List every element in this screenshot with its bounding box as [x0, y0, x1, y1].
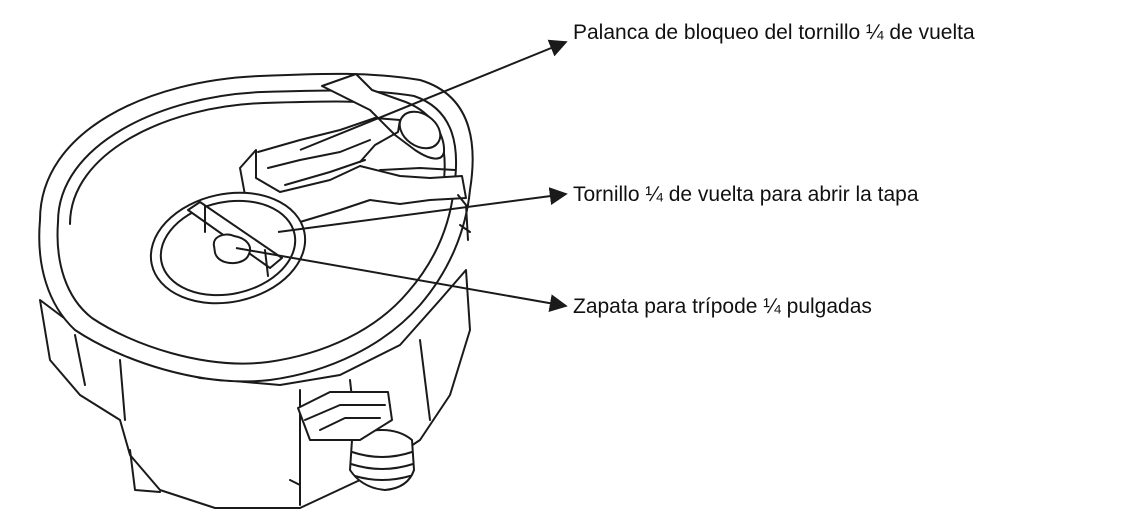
quarter-turn-dial-slot-edge	[204, 205, 269, 277]
device-base-notch	[129, 449, 301, 493]
lock-lever-top	[257, 117, 401, 163]
lever-cavity-pin	[398, 110, 442, 150]
device-illustration	[38, 72, 474, 509]
callout-arrow-screw	[277, 187, 568, 233]
callout-label-quarter-turn-screw: Tornillo ¼ de vuelta para abrir la tapa	[573, 183, 919, 206]
lock-lever-ridge	[267, 139, 456, 186]
side-latch-detail	[304, 404, 386, 431]
device-base-edge-line	[74, 334, 431, 506]
lid-side-detail	[457, 194, 471, 241]
callout-label-tripod-mount: Zapata para trípode ¼ pulgadas	[573, 295, 872, 318]
tripod-mount-hole	[212, 233, 252, 264]
callout-label-lock-lever: Palanca de bloqueo del tornillo ¼ de vue…	[573, 21, 975, 44]
callout-arrow-tripod	[235, 247, 568, 313]
tripod-screw-threads	[350, 451, 414, 481]
device-lid-rim	[56, 89, 458, 365]
callout-arrow-lever	[299, 39, 568, 151]
